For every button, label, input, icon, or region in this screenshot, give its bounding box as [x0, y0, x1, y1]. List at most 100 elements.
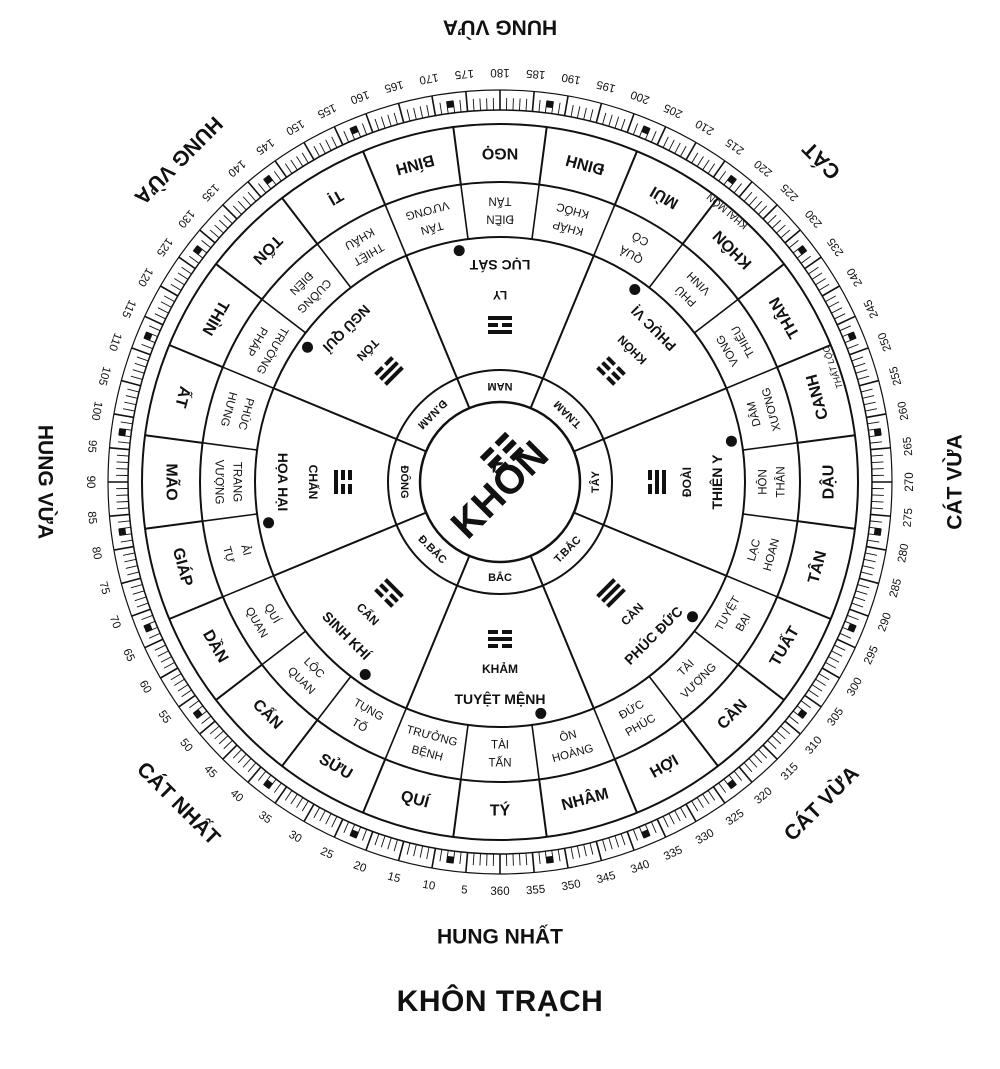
trigram-line [509, 446, 525, 462]
degree-tick [201, 239, 212, 249]
star-divider [531, 184, 540, 240]
degree-tick [113, 413, 134, 419]
degree-tick [426, 104, 430, 117]
degree-tick [218, 735, 229, 745]
degree-label: 235 [825, 236, 846, 259]
degree-tick [121, 577, 141, 585]
degree-tick [589, 109, 594, 122]
degree-tick [563, 95, 569, 116]
star-divider [261, 630, 307, 666]
trigram-symbol [648, 470, 666, 494]
mountain-divider [362, 150, 387, 206]
degree-tick [257, 183, 267, 194]
mountain-label: HỢI [647, 752, 681, 782]
trigram-line [379, 583, 389, 594]
mountain-divider [168, 595, 224, 620]
degree-tick [181, 689, 192, 698]
trigram-line [606, 588, 626, 608]
degree-tick [851, 602, 864, 608]
degree-label: 170 [418, 71, 439, 86]
degree-tick [870, 513, 891, 517]
degree-label: 50 [177, 737, 194, 755]
sector-divider [273, 511, 427, 577]
degree-tick [116, 454, 129, 457]
mountain-label: QUÍ [399, 786, 432, 812]
boundary-marker [192, 709, 203, 719]
degree-tick [563, 848, 569, 869]
degree-label: 60 [137, 678, 154, 695]
degree-tick [465, 91, 469, 112]
degree-tick [160, 285, 179, 297]
trigram-line [488, 316, 512, 320]
trigram-line [494, 461, 510, 477]
degree-tick [189, 255, 200, 264]
degree-tick [825, 661, 837, 669]
degree-tick [718, 171, 727, 182]
degree-tick [419, 106, 424, 119]
degree-tick [160, 656, 172, 663]
degree-tick [387, 837, 392, 850]
degree-tick [122, 552, 135, 556]
degree-tick [871, 507, 884, 510]
degree-tick [439, 102, 443, 115]
degree-tick [851, 356, 864, 362]
degree-tick [632, 829, 639, 841]
degree-tick [776, 224, 786, 234]
degree-tick [866, 545, 887, 551]
trigram-line [655, 470, 659, 494]
degree-tick [748, 196, 758, 206]
degree-tick [222, 744, 238, 760]
degree-tick [223, 214, 233, 224]
mountain-label: NHÂM [559, 783, 610, 814]
trigram-line [384, 597, 394, 608]
degree-tick [753, 753, 763, 764]
degree-tick [656, 126, 667, 146]
star-label-top: TỐ [349, 715, 370, 735]
degree-tick [122, 408, 135, 412]
degree-label: 230 [803, 207, 825, 229]
degree-tick [116, 461, 129, 463]
degree-label: 40 [228, 787, 246, 804]
degree-tick [178, 256, 196, 270]
degree-label: 180 [490, 66, 509, 78]
mountain-label: MÙI [647, 182, 682, 213]
sector-divider [405, 255, 471, 409]
degree-tick [674, 142, 681, 154]
sector-star-label: THIÊN Y [708, 454, 725, 510]
degree-tick [576, 106, 581, 119]
degree-tick [109, 513, 130, 517]
degree-tick [134, 596, 147, 602]
degree-tick [869, 520, 882, 523]
mountain-label: TÝ [490, 801, 511, 820]
degree-tick [821, 667, 840, 679]
star-label-top: TẤN [489, 757, 512, 770]
star-divider [384, 708, 407, 760]
degree-tick [131, 347, 151, 356]
degree-tick [685, 803, 697, 822]
degree-label: 285 [888, 577, 905, 599]
degree-tick [696, 797, 704, 808]
star-label-bottom: PHÚC [235, 397, 256, 432]
boundary-marker [118, 527, 127, 536]
degree-tick [718, 782, 727, 793]
star-label-bottom: QUÍ [261, 601, 283, 626]
trigram-name: KHẢM [482, 661, 518, 676]
degree-tick [691, 800, 699, 812]
mountain-label: TUẤT [765, 623, 803, 670]
degree-tick [222, 204, 238, 220]
vong-loi-label: THẤT LỘC [820, 344, 845, 390]
degree-tick [124, 558, 137, 563]
trigram-line [502, 323, 512, 327]
degree-tick [301, 800, 309, 812]
trigram-line [348, 470, 352, 480]
degree-tick [828, 301, 840, 308]
degree-tick [863, 558, 876, 563]
trigram-line [601, 361, 612, 371]
degree-tick [847, 343, 859, 350]
trigram-line [384, 578, 404, 598]
mountain-label: TỊ [325, 186, 346, 208]
degree-label: 305 [825, 706, 846, 729]
trigram-line [348, 484, 352, 494]
degree-tick [273, 782, 282, 793]
degree-tick [871, 454, 884, 457]
